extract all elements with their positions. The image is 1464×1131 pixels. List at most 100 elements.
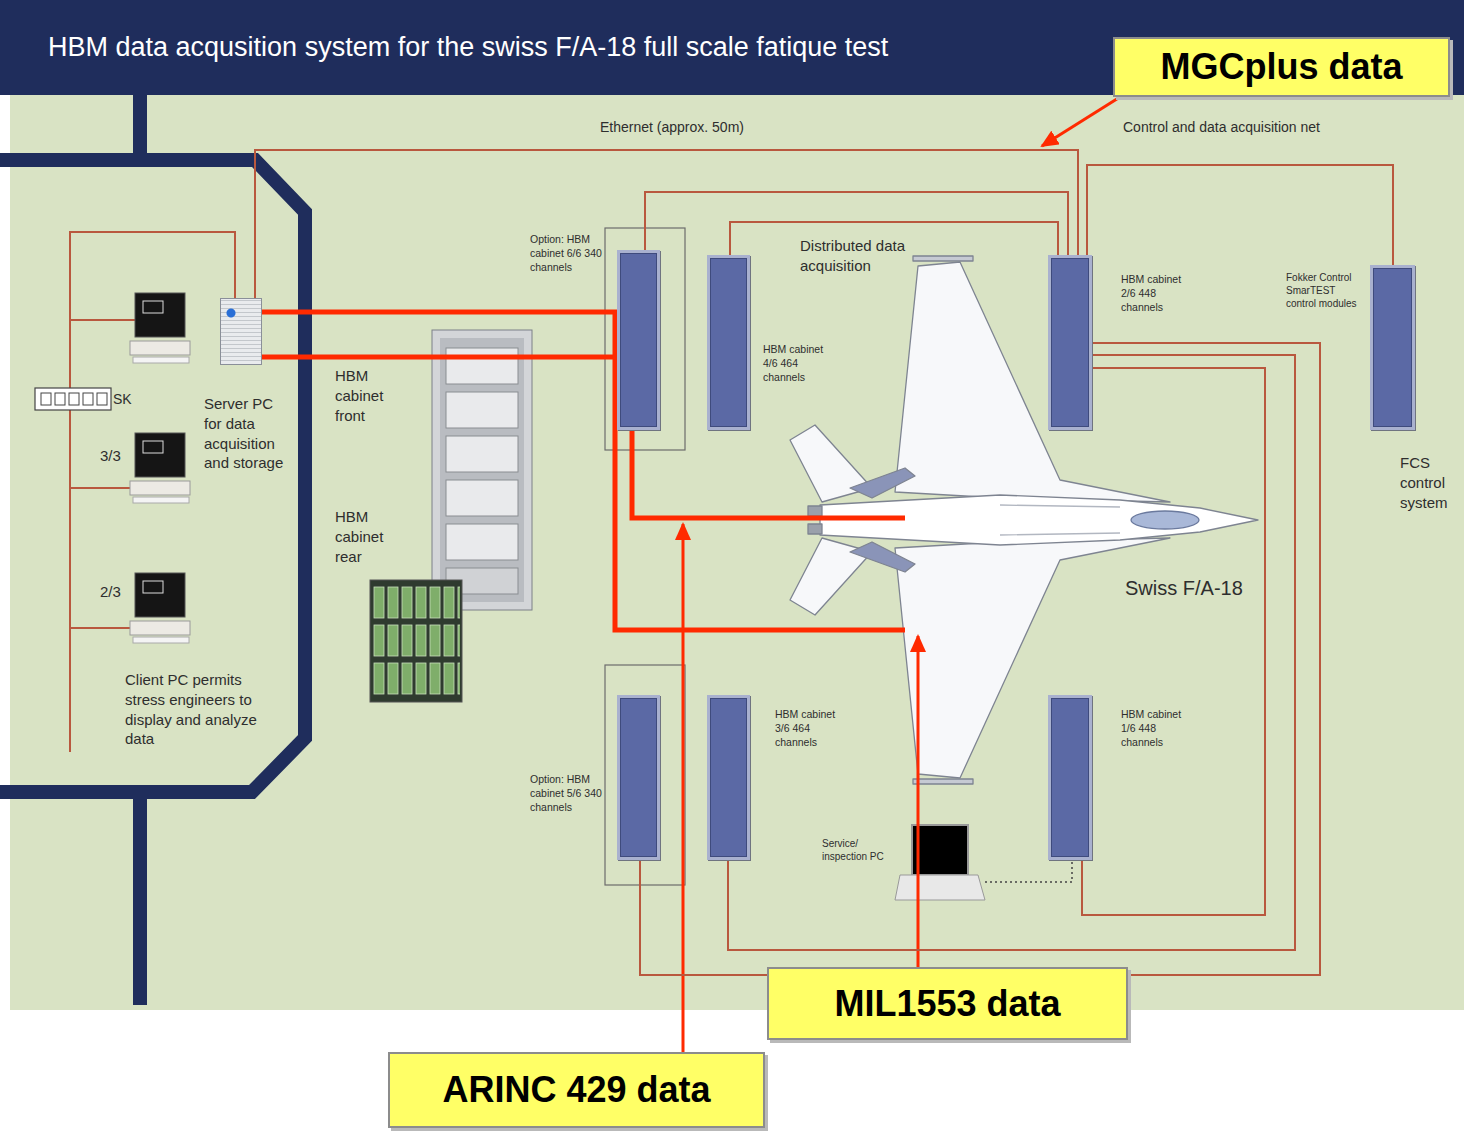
network-cable — [255, 150, 1078, 298]
pc-base — [130, 341, 190, 355]
switch-symbol — [35, 388, 111, 410]
switch-port — [97, 393, 107, 405]
cabinet-box: Fokker Control SmarTEST control modulesF… — [1370, 265, 1415, 430]
pc-keyboard — [133, 497, 189, 503]
node-label: HBM cabinet 3/6 464 channels — [775, 708, 847, 750]
annotation-label: Ethernet (approx. 50m) — [600, 118, 744, 136]
laptop-screen — [912, 825, 968, 875]
callout-box: ARINC 429 data — [388, 1052, 765, 1128]
diagram-title: HBM data acqusition system for the swiss… — [48, 30, 888, 66]
title-band — [0, 0, 1464, 95]
annotation-label: Client PC permits stress engineers to di… — [125, 670, 260, 749]
client-pc-icon — [130, 433, 190, 503]
annotation-label: Distributed data acquisition — [800, 236, 925, 276]
cabinet-box: HBM cabinet 3/6 464 channels — [707, 695, 750, 860]
pc-screen-glyph — [143, 301, 163, 313]
server-pc-box: Server PC for data acquisition and stora… — [220, 298, 262, 365]
pc-monitor — [135, 293, 185, 337]
client-pc-icon — [130, 573, 190, 643]
node-label: Server PC for data acquisition and stora… — [204, 394, 292, 473]
aircraft-name: Swiss F/A-18 — [1125, 575, 1243, 601]
engine-nozzle — [808, 524, 822, 534]
annotation-label: HBM cabinet rear — [335, 507, 395, 566]
annotation-label: SK — [113, 390, 132, 408]
pc-monitor — [135, 573, 185, 617]
callout-arrow — [917, 636, 920, 967]
data-bus-line — [262, 357, 905, 518]
cabinet-front-picture — [432, 330, 532, 610]
wingtip-rail — [913, 779, 973, 784]
rack-inner — [440, 338, 524, 602]
aircraft-fin — [850, 542, 915, 572]
rack-shelf — [446, 348, 518, 384]
aircraft-fin — [850, 468, 915, 498]
node-label: HBM cabinet 4/6 464 channels — [763, 343, 835, 385]
switch-port — [55, 393, 65, 405]
client-pc-icon — [130, 293, 190, 363]
pc-keyboard — [133, 357, 189, 363]
switch-port — [83, 393, 93, 405]
aircraft-canopy — [1131, 511, 1199, 529]
rack-shelf — [446, 480, 518, 516]
network-cable — [728, 355, 1295, 950]
callout-text: MIL1553 data — [834, 984, 1060, 1024]
pc-base — [130, 621, 190, 635]
node-label: Option: HBM cabinet 5/6 340 channels — [530, 773, 602, 815]
pc-keyboard — [133, 637, 189, 643]
control-room-outline — [0, 160, 305, 792]
switch-body — [35, 388, 111, 410]
annotation-label: 2/3 — [100, 582, 121, 602]
rack-shelf — [446, 392, 518, 428]
system-label: FCS control system — [1400, 453, 1460, 512]
callout-text: MGCplus data — [1160, 47, 1402, 87]
rack-shelf — [446, 524, 518, 560]
pc-screen-glyph — [143, 441, 163, 453]
callout-arrow — [682, 524, 685, 1052]
pc-monitor — [135, 433, 185, 477]
annotation-label: Control and data acquisition net — [1123, 118, 1320, 136]
node-label: HBM cabinet 1/6 448 channels — [1121, 708, 1193, 750]
network-cable — [1087, 165, 1393, 265]
wingtip-rail — [913, 256, 973, 261]
switch-port — [69, 393, 79, 405]
callout-arrow — [1042, 97, 1120, 146]
callout-box: MGCplus data — [1113, 37, 1450, 97]
cabinet-box: HBM cabinet 2/6 448 channels — [1048, 255, 1092, 430]
switch-port — [41, 393, 51, 405]
option-frame — [605, 228, 685, 450]
node-label: Option: HBM cabinet 6/6 340 channels — [530, 233, 602, 275]
callout-text: ARINC 429 data — [442, 1070, 710, 1110]
service-pc-box: Service/ inspection PC — [895, 825, 985, 900]
laptop-icon — [895, 825, 985, 900]
network-cable — [640, 343, 1320, 975]
ground-panel — [10, 95, 1464, 1010]
data-bus-line — [262, 312, 905, 630]
cabinet-box: Option: HBM cabinet 6/6 340 channels — [617, 250, 660, 430]
pc-base — [130, 481, 190, 495]
pc-screen-glyph — [143, 581, 163, 593]
rack-shelf — [446, 436, 518, 472]
callout-box: MIL1553 data — [767, 967, 1128, 1040]
annotation-label: 3/3 — [100, 446, 121, 466]
option-frame — [605, 665, 685, 885]
cabinet-box: HBM cabinet 4/6 464 channels — [707, 255, 750, 430]
cabinet-box: HBM cabinet 1/6 448 channels — [1048, 695, 1092, 860]
node-label: Fokker Control SmarTEST control modules — [1286, 271, 1366, 311]
cabinet-rear-picture — [370, 580, 462, 702]
cabinet-box: Option: HBM cabinet 5/6 340 channels — [617, 695, 660, 860]
rack-frame — [432, 330, 532, 610]
annotation-label: HBM cabinet front — [335, 366, 395, 425]
panel-line — [1000, 505, 1120, 535]
node-label: HBM cabinet 2/6 448 channels — [1121, 273, 1193, 315]
engine-nozzle — [808, 506, 822, 516]
network-cable — [1082, 368, 1265, 915]
laptop-base — [895, 875, 985, 900]
rear-modules — [372, 584, 460, 698]
service-link — [985, 860, 1072, 882]
rear-frame — [370, 580, 462, 702]
aircraft-region: Swiss F/A-18 — [905, 495, 1260, 645]
node-label: Service/ inspection PC — [822, 837, 890, 863]
